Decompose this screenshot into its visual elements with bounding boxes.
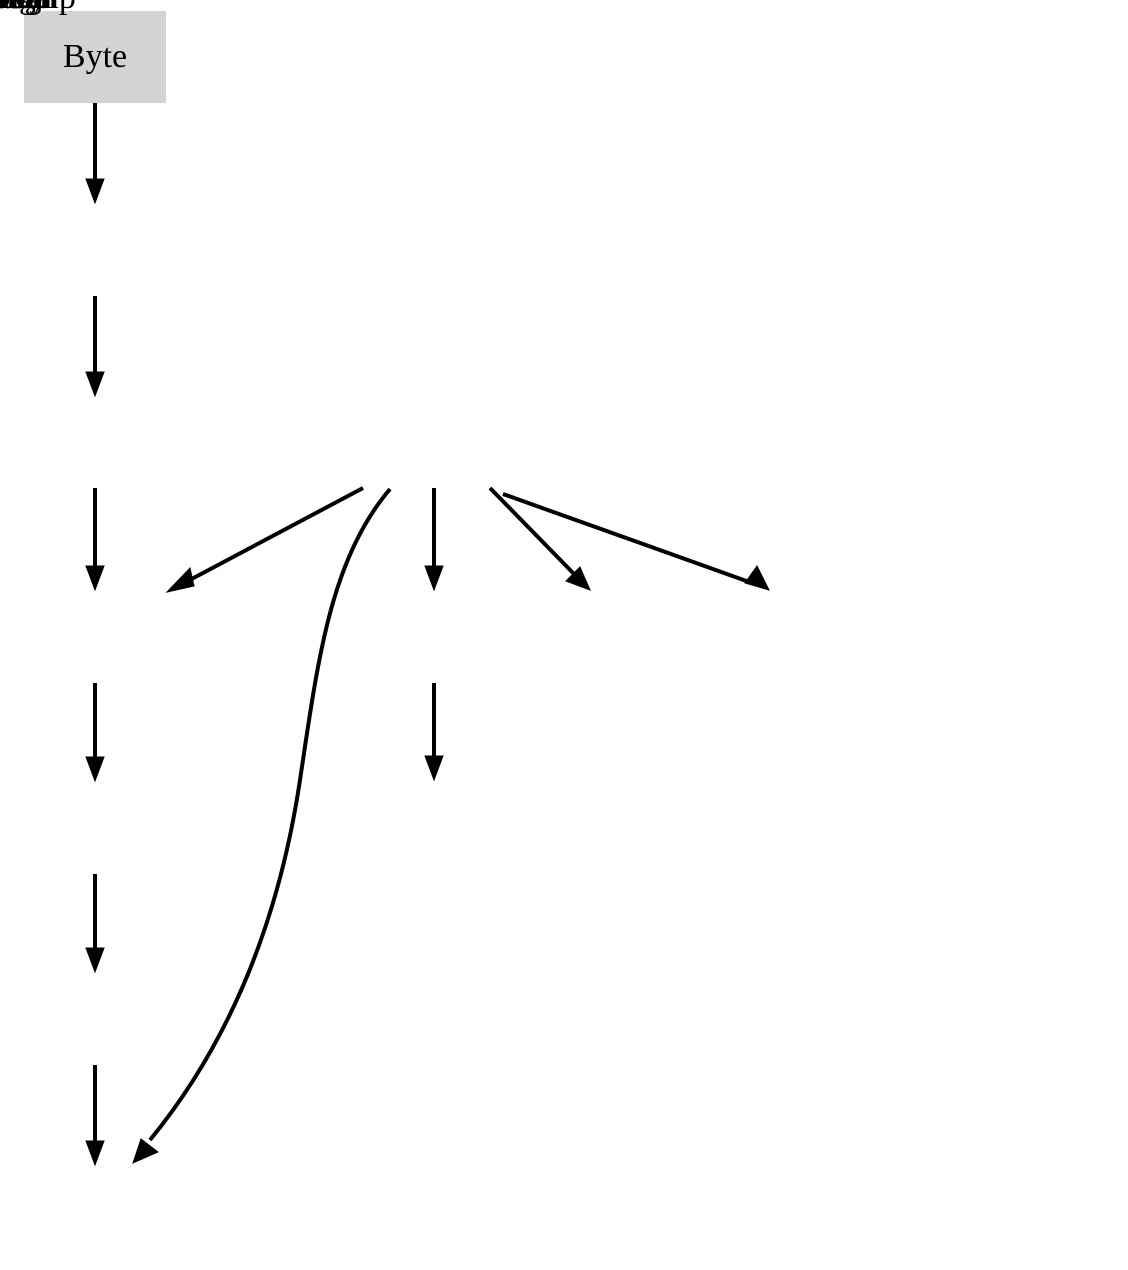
edge-string-binary	[502, 492, 770, 591]
edge-short-int	[85, 296, 105, 398]
arrowhead-icon	[165, 566, 195, 593]
node-label: Interval	[0, 0, 53, 16]
node-boolean[interactable]: Boolean	[0, 0, 57, 16]
arrowhead-icon	[424, 755, 444, 782]
node-date[interactable]: Date	[0, 0, 32, 16]
node-double[interactable]: Double	[0, 0, 50, 16]
arrowhead-icon	[565, 566, 591, 591]
arrowhead-icon	[424, 565, 444, 592]
node-decimal[interactable]: Decimal	[0, 0, 58, 16]
edge-long-decimal	[85, 683, 105, 783]
edge-line	[488, 486, 578, 578]
edge-string-date	[424, 488, 444, 592]
node-label: Byte	[63, 38, 127, 75]
edge-line	[502, 492, 753, 585]
node-label: Decimal	[0, 0, 58, 16]
edge-date-timestamp	[424, 683, 444, 782]
edge-line	[185, 486, 364, 584]
node-label: Timestamp	[0, 0, 76, 16]
arrowhead-icon	[85, 947, 105, 974]
arrowhead-icon	[85, 756, 105, 783]
arrowhead-icon	[744, 565, 770, 591]
arrowhead-icon	[85, 1140, 105, 1167]
node-label: Long	[0, 0, 36, 16]
node-timestamp[interactable]: Timestamp	[0, 0, 76, 16]
node-short[interactable]: Short	[0, 0, 37, 16]
node-label: Date	[0, 0, 32, 16]
node-string[interactable]: String	[0, 0, 42, 16]
edge-int-long	[85, 488, 105, 592]
node-label: Short	[0, 0, 37, 16]
arrowhead-icon	[85, 565, 105, 592]
nodes-layer: Byte Short Int String Long Date Boolean	[0, 0, 166, 103]
node-label: Boolean	[0, 0, 57, 16]
edge-float-double	[85, 1065, 105, 1167]
node-label: Int	[0, 0, 19, 16]
node-float[interactable]: Float	[0, 0, 35, 16]
arrowhead-icon	[85, 371, 105, 398]
edges-layer	[85, 103, 770, 1167]
node-box[interactable]	[24, 11, 166, 103]
edge-byte-short	[85, 103, 105, 205]
node-binary[interactable]: Binary	[0, 0, 46, 16]
edge-line	[148, 487, 392, 1142]
node-label: Binary	[0, 0, 46, 16]
arrowhead-icon	[132, 1138, 159, 1164]
edge-string-double	[132, 487, 392, 1164]
node-interval[interactable]: Interval	[0, 0, 53, 16]
edge-string-boolean	[488, 486, 591, 591]
arrowhead-icon	[85, 178, 105, 205]
node-label: String	[0, 0, 42, 16]
node-long[interactable]: Long	[0, 0, 36, 16]
node-label: Float	[0, 0, 35, 16]
node-label: Double	[0, 0, 50, 16]
edge-decimal-float	[85, 874, 105, 974]
node-int[interactable]: Int	[0, 0, 19, 16]
edge-string-long	[165, 486, 364, 593]
node-byte[interactable]: Byte	[24, 11, 166, 103]
